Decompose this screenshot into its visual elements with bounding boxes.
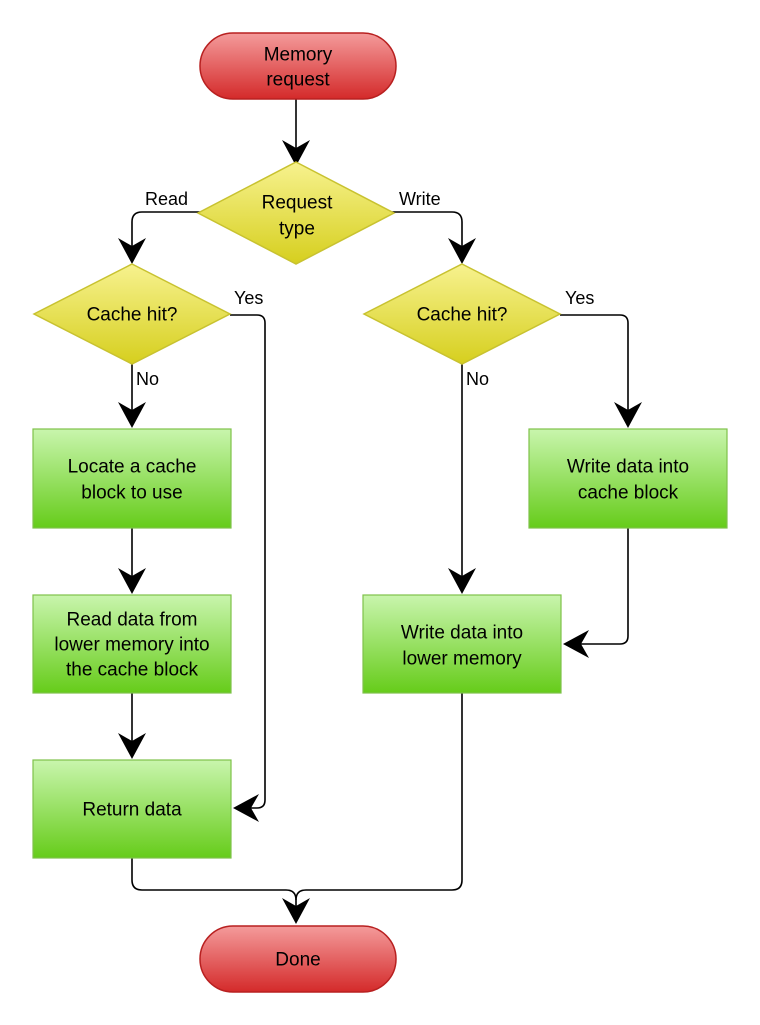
node-read-cache-hit: Cache hit?: [32, 263, 232, 365]
edge-return-to-done: [131, 858, 297, 918]
node-write-cache-block: Write data into cache block: [528, 428, 728, 529]
node-return-data: Return data: [32, 759, 232, 859]
label-read-yes: Yes: [234, 288, 263, 308]
node-text-request-type-line1: Request: [262, 193, 333, 214]
arrowhead-write-cache-hit: [448, 238, 476, 264]
label-write-yes: Yes: [565, 288, 594, 308]
arrowhead-read-cache-hit: [118, 238, 146, 264]
process-shape-locate-block: [32, 428, 232, 529]
node-text-write-cache-block-line1: Write data into: [567, 457, 689, 478]
node-text-start-line2: request: [266, 70, 330, 91]
node-text-write-cache-block-line2: cache block: [578, 483, 679, 504]
arrowheads: [118, 140, 642, 924]
arrowhead-read-from-lower: [118, 568, 146, 594]
arrowhead-write-cache-block: [614, 402, 642, 428]
node-memory-request: Memory request: [199, 32, 397, 100]
node-text-locate-block-line1: Locate a cache: [68, 457, 197, 478]
node-text-request-type-line2: type: [279, 219, 315, 240]
node-done: Done: [199, 925, 397, 993]
arrowhead-locate-block: [118, 402, 146, 428]
process-shape-write-lower: [362, 594, 562, 694]
label-write: Write: [399, 189, 441, 209]
node-write-lower: Write data into lower memory: [362, 594, 562, 694]
decision-shape-read-cache-hit: [32, 263, 232, 365]
arrowhead-done: [282, 898, 310, 924]
edge-write-branch: [392, 211, 463, 258]
edge-write-yes: [560, 314, 629, 422]
label-read: Read: [145, 189, 188, 209]
terminal-shape-start: [199, 32, 397, 100]
node-request-type: Request type: [196, 161, 396, 265]
edge-read-yes: [230, 314, 266, 809]
arrowhead-write-lower-top: [448, 568, 476, 594]
node-locate-block: Locate a cache block to use: [32, 428, 232, 529]
node-read-from-lower: Read data from lower memory into the cac…: [32, 594, 232, 694]
decision-shape-request-type: [196, 161, 396, 265]
process-shape-read-from-lower: [32, 594, 232, 694]
node-text-start-line1: Memory: [264, 45, 333, 66]
process-shape-write-cache-block: [528, 428, 728, 529]
edges: [131, 98, 629, 918]
node-text-read-cache-hit: Cache hit?: [87, 305, 178, 326]
process-shape-return-data: [32, 759, 232, 859]
node-text-read-from-lower-line1: Read data from: [67, 610, 198, 631]
arrowhead-request-type: [282, 140, 310, 166]
node-text-write-cache-hit: Cache hit?: [417, 305, 508, 326]
arrowhead-write-lower-side: [563, 630, 589, 658]
edge-labels: Read Write Yes No Yes No: [136, 189, 594, 389]
edge-write-lower-to-done: [295, 693, 463, 901]
node-text-write-lower-line1: Write data into: [401, 623, 523, 644]
label-read-no: No: [136, 369, 159, 389]
node-text-locate-block-line2: block to use: [81, 483, 182, 504]
arrowhead-return-data-side: [233, 794, 259, 822]
node-text-return-data: Return data: [82, 800, 182, 821]
node-text-done: Done: [275, 950, 320, 971]
node-text-read-from-lower-line2: lower memory into: [54, 635, 209, 656]
node-text-write-lower-line2: lower memory: [402, 649, 522, 670]
edge-write-cache-to-lower: [570, 528, 629, 645]
node-write-cache-hit: Cache hit?: [362, 263, 562, 365]
decision-shape-write-cache-hit: [362, 263, 562, 365]
node-text-read-from-lower-line3: the cache block: [66, 660, 199, 681]
arrowhead-return-data-top: [118, 733, 146, 759]
terminal-shape-done: [199, 925, 397, 993]
label-write-no: No: [466, 369, 489, 389]
edge-read-branch: [131, 211, 200, 258]
